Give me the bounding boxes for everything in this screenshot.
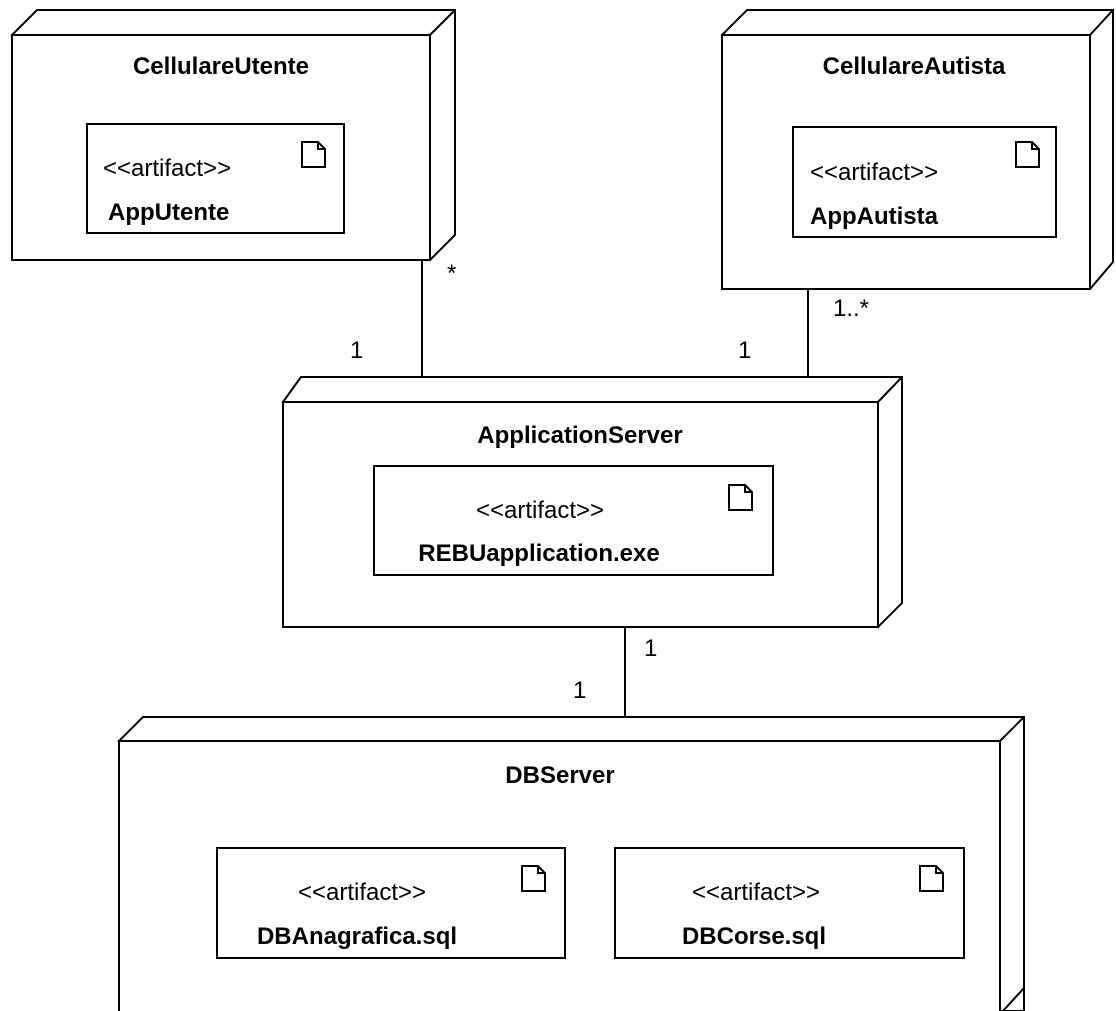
artifact-app-autista[interactable]: <<artifact>> AppAutista: [792, 126, 1057, 238]
artifact-db-anagrafica[interactable]: <<artifact>> DBAnagrafica.sql: [216, 847, 566, 959]
node-title: CellulareUtente: [133, 53, 309, 80]
node-db-server[interactable]: DBServer <<artifact>> DBAnagrafica.sql <…: [117, 716, 1025, 1011]
artifact-stereotype: <<artifact>>: [476, 497, 604, 524]
node-title: CellulareAutista: [823, 53, 1006, 80]
artifact-name: AppAutista: [810, 203, 939, 230]
multiplicity-label: 1..*: [833, 295, 869, 322]
artifact-app-utente[interactable]: <<artifact>> AppUtente: [86, 123, 345, 234]
multiplicity-label: 1: [350, 337, 363, 364]
document-icon: [1015, 141, 1040, 168]
artifact-stereotype: <<artifact>>: [692, 879, 820, 906]
document-icon: [301, 141, 326, 168]
artifact-name: DBCorse.sql: [682, 923, 826, 950]
artifact-rebu-application[interactable]: <<artifact>> REBUapplication.exe: [373, 465, 774, 576]
artifact-name: REBUapplication.exe: [418, 540, 659, 567]
document-icon: [728, 484, 753, 511]
multiplicity-label: *: [447, 260, 456, 287]
artifact-db-corse[interactable]: <<artifact>> DBCorse.sql: [614, 847, 965, 959]
multiplicity-label: 1: [644, 635, 657, 662]
document-icon: [521, 865, 546, 892]
node-title: DBServer: [505, 762, 614, 789]
node-cellulare-utente[interactable]: CellulareUtente <<artifact>> AppUtente: [10, 9, 456, 262]
node-title: ApplicationServer: [477, 422, 682, 449]
multiplicity-label: 1: [738, 337, 751, 364]
artifact-stereotype: <<artifact>>: [298, 879, 426, 906]
multiplicity-label: 1: [573, 677, 586, 704]
artifact-stereotype: <<artifact>>: [103, 155, 231, 182]
document-icon: [919, 865, 944, 892]
node-cellulare-autista[interactable]: CellulareAutista <<artifact>> AppAutista: [720, 9, 1114, 291]
node-application-server[interactable]: ApplicationServer <<artifact>> REBUappli…: [281, 376, 903, 629]
artifact-name: DBAnagrafica.sql: [257, 923, 457, 950]
artifact-name: AppUtente: [108, 199, 229, 226]
artifact-stereotype: <<artifact>>: [810, 159, 938, 186]
